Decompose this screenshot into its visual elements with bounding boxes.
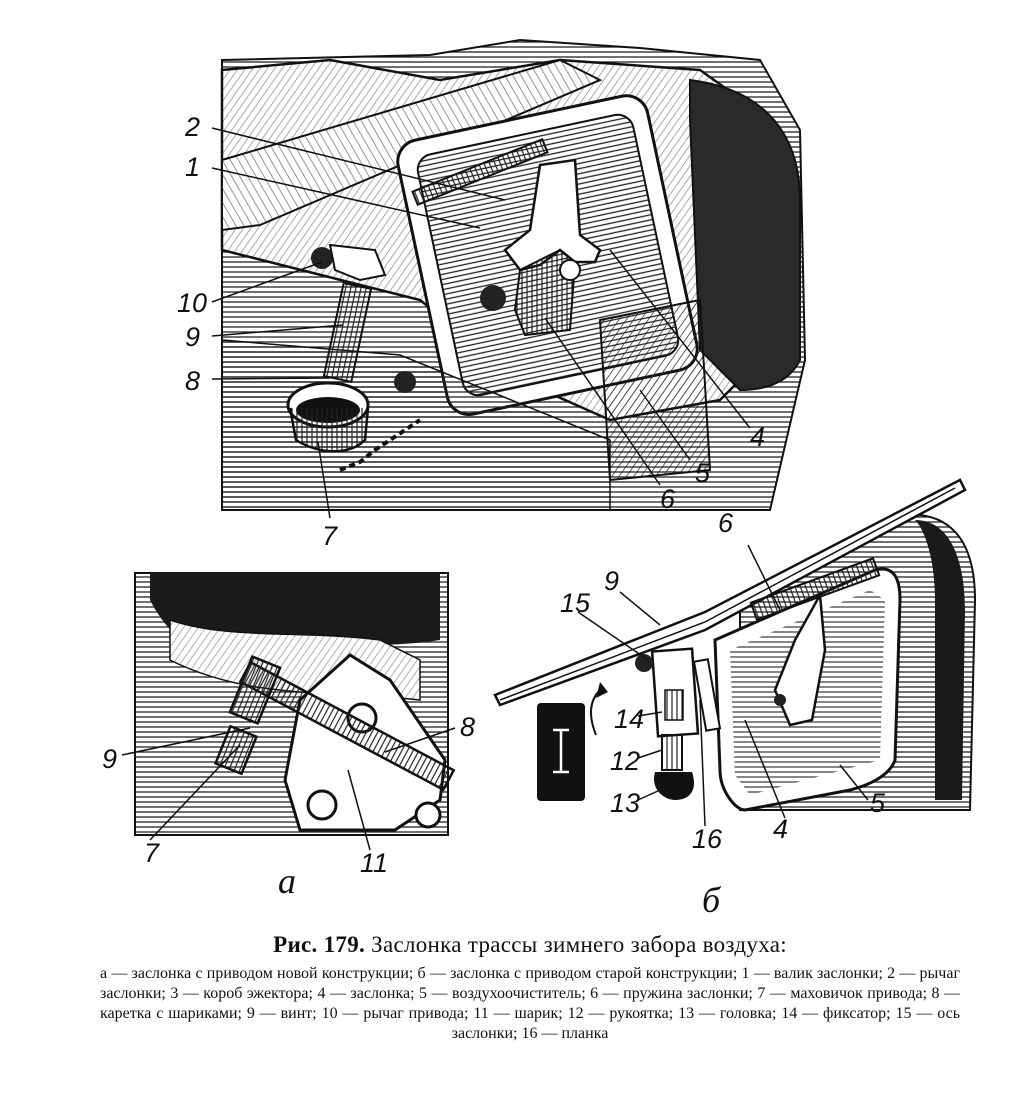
callout-1: 1 xyxy=(185,152,200,182)
callout-2: 2 xyxy=(184,112,200,142)
figure-title: Заслонка трассы зимнего забора воздуха: xyxy=(371,932,787,957)
callout-b-12: 12 xyxy=(610,746,640,776)
view-b-sublabel: б xyxy=(702,880,722,920)
view-a-callouts: 9 7 11 8 xyxy=(102,712,475,878)
figure-caption-title: Рис. 179. Заслонка трассы зимнего забора… xyxy=(100,932,960,958)
callout-10: 10 xyxy=(177,288,207,318)
callout-a-11: 11 xyxy=(360,848,388,878)
callout-a-8: 8 xyxy=(460,712,475,742)
view-b-callouts: 15 9 6 14 12 13 16 4 5 xyxy=(560,508,886,854)
top-leader-lines xyxy=(211,127,751,519)
callout-b-15: 15 xyxy=(560,588,591,618)
view-b-leader-lines xyxy=(577,544,869,827)
callout-a-9: 9 xyxy=(102,744,117,774)
view-a-illustration xyxy=(134,572,456,836)
figure-label: Рис. 179. xyxy=(273,932,366,957)
callout-8: 8 xyxy=(185,366,200,396)
callout-7: 7 xyxy=(322,521,338,551)
callout-6: 6 xyxy=(660,484,676,514)
callout-a-7: 7 xyxy=(144,838,160,868)
top-callouts: 2 1 10 9 8 7 6 5 4 xyxy=(177,112,765,551)
view-a-sublabel: а xyxy=(278,861,296,901)
view-a-leader-lines xyxy=(121,727,456,851)
callout-b-5: 5 xyxy=(870,788,886,818)
callout-b-6: 6 xyxy=(718,508,734,538)
callout-b-13: 13 xyxy=(610,788,640,818)
callout-9: 9 xyxy=(185,322,200,352)
figure-legend: а — заслонка с приводом новой конструкци… xyxy=(100,965,960,1042)
view-b-illustration xyxy=(493,478,977,812)
callout-b-4: 4 xyxy=(773,814,788,844)
i-beam-icon xyxy=(537,703,585,801)
callout-5: 5 xyxy=(695,458,711,488)
callout-b-16: 16 xyxy=(692,824,723,854)
callout-4: 4 xyxy=(750,422,765,452)
callout-b-14: 14 xyxy=(614,704,644,734)
top-illustration xyxy=(220,38,807,511)
callout-b-9: 9 xyxy=(604,566,619,596)
